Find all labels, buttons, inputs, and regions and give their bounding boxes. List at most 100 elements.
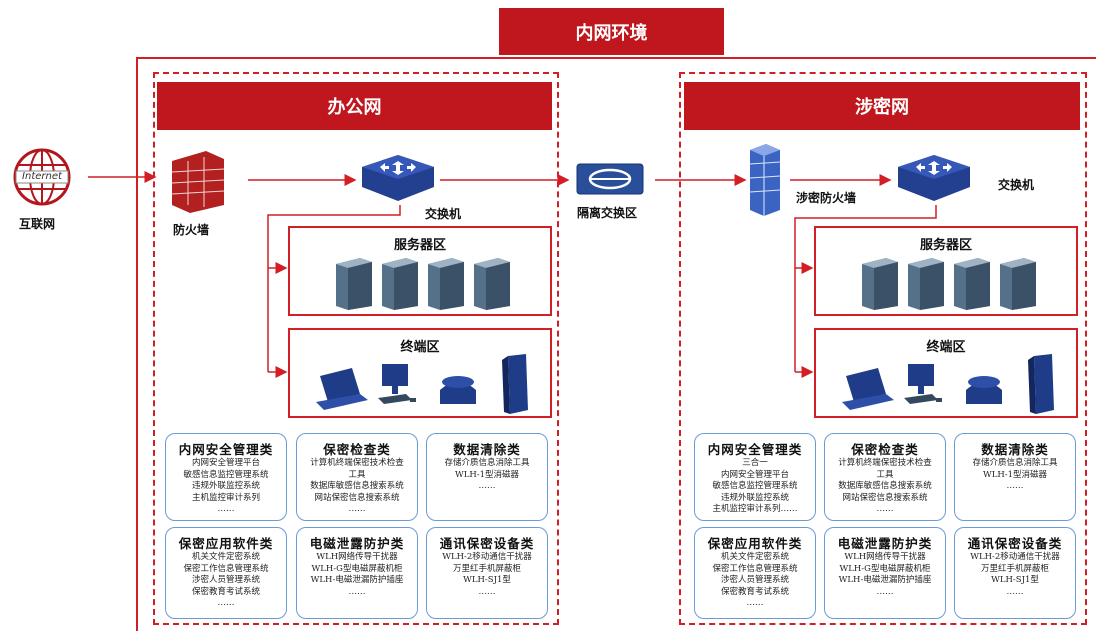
- category-item: 违规外联监控系统: [191, 481, 260, 491]
- category-item: ……: [876, 586, 894, 597]
- secret-network-title: 涉密网: [855, 97, 909, 118]
- firewall-label: 防火墙: [173, 223, 210, 237]
- gap-exchange-label: 隔离交换区: [577, 206, 638, 220]
- category-title: 保密应用软件类: [178, 536, 274, 551]
- intranet-title: 内网环境: [575, 22, 648, 44]
- category-item: 万里红手机屏蔽柜: [980, 563, 1049, 574]
- category-item: ……: [348, 504, 366, 514]
- category-item: 万里红手机屏蔽柜: [452, 563, 521, 574]
- office-network-frame: [153, 72, 559, 625]
- category-item: 涉密人员管理系统: [191, 575, 260, 585]
- category-item: WLH-1型消磁器: [454, 469, 520, 480]
- category-title: 通讯保密设备类: [439, 536, 535, 551]
- category-item: 数据库敏感信息搜索系统: [838, 481, 932, 491]
- category-item: 涉密人员管理系统: [720, 575, 789, 585]
- category-item: WLH-SJ1型: [991, 575, 1039, 585]
- office-switch-icon: [358, 153, 438, 205]
- office-network-header: 办公网: [157, 82, 552, 130]
- secret-category-box: 保密检查类 计算机终端保密技术检查 工具 数据库敏感信息搜索系统 网站保密信息搜…: [824, 433, 946, 521]
- intranet-header: 内网环境: [499, 8, 724, 55]
- category-item: 存储介质信息消除工具: [444, 458, 530, 468]
- category-item: 机关文件定密系统: [720, 552, 789, 562]
- firewall-icon: [166, 145, 228, 217]
- office-category-box: 通讯保密设备类 WLH-2移动通信干扰器 万里红手机屏蔽柜 WLH-SJ1型 ……: [426, 527, 548, 619]
- category-item: 计算机终端保密技术检查: [838, 458, 932, 468]
- category-item: 工具: [876, 469, 894, 480]
- category-item: 保密教育考试系统: [191, 586, 260, 597]
- category-item: WLH-2移动通信干扰器: [442, 552, 532, 562]
- secret-switch-icon: [894, 153, 974, 205]
- secret-category-box: 数据清除类 存储介质信息消除工具 WLH-1型消磁器 ……: [954, 433, 1076, 521]
- category-title: 保密检查类: [323, 442, 391, 457]
- internet-label: 互联网: [19, 217, 56, 231]
- category-item: 违规外联监控系统: [720, 492, 789, 503]
- office-terminal-zone: 终端区: [288, 328, 552, 418]
- category-title: 数据清除类: [453, 442, 521, 457]
- category-item: 机关文件定密系统: [191, 552, 260, 562]
- secret-network-frame: [679, 72, 1087, 625]
- category-item: WLH-G型电磁屏蔽机柜: [311, 563, 403, 574]
- secret-category-box: 保密应用软件类 机关文件定密系统 保密工作信息管理系统 涉密人员管理系统 保密教…: [694, 527, 816, 619]
- category-item: ……: [746, 598, 764, 608]
- category-item: WLH-电磁泄漏防护插座: [838, 575, 932, 585]
- category-item: 存储介质信息消除工具: [972, 458, 1058, 468]
- secret-server-zone: 服务器区: [814, 226, 1078, 316]
- category-title: 电磁泄露防护类: [837, 536, 933, 551]
- category-item: ……: [478, 481, 496, 491]
- category-title: 通讯保密设备类: [967, 536, 1063, 551]
- category-title: 内网安全管理类: [707, 442, 803, 457]
- office-category-box: 保密应用软件类 机关文件定密系统 保密工作信息管理系统 涉密人员管理系统 保密教…: [165, 527, 287, 619]
- category-item: 敏感信息监控管理系统: [183, 469, 269, 480]
- secret-terminal-zone-title: 终端区: [926, 340, 966, 355]
- internet-globe-icon: [12, 147, 72, 207]
- category-item: 工具: [348, 469, 366, 480]
- office-network-title: 办公网: [327, 97, 382, 118]
- category-item: WLH-G型电磁屏蔽机柜: [839, 563, 931, 574]
- office-switch-label: 交换机: [425, 207, 462, 221]
- category-item: 主机监控审计系列: [191, 492, 260, 503]
- office-terminal-zone-title: 终端区: [400, 340, 440, 355]
- secret-category-box: 通讯保密设备类 WLH-2移动通信干扰器 万里红手机屏蔽柜 WLH-SJ1型 ……: [954, 527, 1076, 619]
- category-item: 敏感信息监控管理系统: [712, 481, 798, 491]
- category-item: WLH网络传导干扰器: [844, 552, 926, 562]
- category-item: ……: [1006, 481, 1024, 491]
- category-item: ……: [348, 586, 366, 597]
- internet-badge: Internet: [22, 171, 62, 182]
- category-item: 内网安全管理平台: [720, 469, 789, 480]
- category-item: WLH-1型消磁器: [982, 469, 1048, 480]
- secret-terminal-zone: 终端区: [814, 328, 1078, 418]
- office-category-box: 内网安全管理类 内网安全管理平台 敏感信息监控管理系统 违规外联监控系统 主机监…: [165, 433, 287, 521]
- category-item: 保密教育考试系统: [720, 586, 789, 597]
- secret-category-box: 电磁泄露防护类 WLH网络传导干扰器 WLH-G型电磁屏蔽机柜 WLH-电磁泄漏…: [824, 527, 946, 619]
- secret-network-header: 涉密网: [684, 82, 1080, 130]
- category-item: ……: [1006, 586, 1024, 597]
- category-item: ……: [478, 586, 496, 597]
- office-server-zone: 服务器区: [288, 226, 552, 316]
- secret-switch-label: 交换机: [998, 178, 1035, 192]
- category-item: 数据库敏感信息搜索系统: [310, 481, 404, 491]
- secret-firewall-icon: [748, 142, 782, 218]
- category-title: 数据清除类: [981, 442, 1049, 457]
- category-item: 内网安全管理平台: [191, 458, 260, 468]
- category-item: WLH网络传导干扰器: [316, 552, 398, 562]
- category-item: 保密工作信息管理系统: [712, 563, 798, 574]
- category-item: ……: [217, 598, 235, 608]
- category-item: ……: [217, 504, 235, 514]
- category-title: 保密检查类: [851, 442, 919, 457]
- category-title: 电磁泄露防护类: [309, 536, 405, 551]
- office-server-zone-title: 服务器区: [393, 238, 446, 253]
- category-item: WLH-电磁泄漏防护插座: [310, 575, 404, 585]
- office-category-box: 保密检查类 计算机终端保密技术检查 工具 数据库敏感信息搜索系统 网站保密信息搜…: [296, 433, 418, 521]
- category-title: 内网安全管理类: [178, 442, 274, 457]
- category-item: 主机监控审计系列……: [712, 504, 798, 514]
- category-item: 网站保密信息搜索系统: [314, 492, 400, 503]
- category-item: WLH-SJ1型: [463, 575, 511, 585]
- category-item: ……: [876, 504, 894, 514]
- category-item: 计算机终端保密技术检查: [310, 458, 404, 468]
- category-item: 网站保密信息搜索系统: [842, 492, 928, 503]
- gap-exchange-icon: [575, 160, 645, 198]
- category-title: 保密应用软件类: [707, 536, 803, 551]
- secret-server-zone-title: 服务器区: [919, 238, 972, 253]
- category-item: 三合一: [742, 458, 768, 468]
